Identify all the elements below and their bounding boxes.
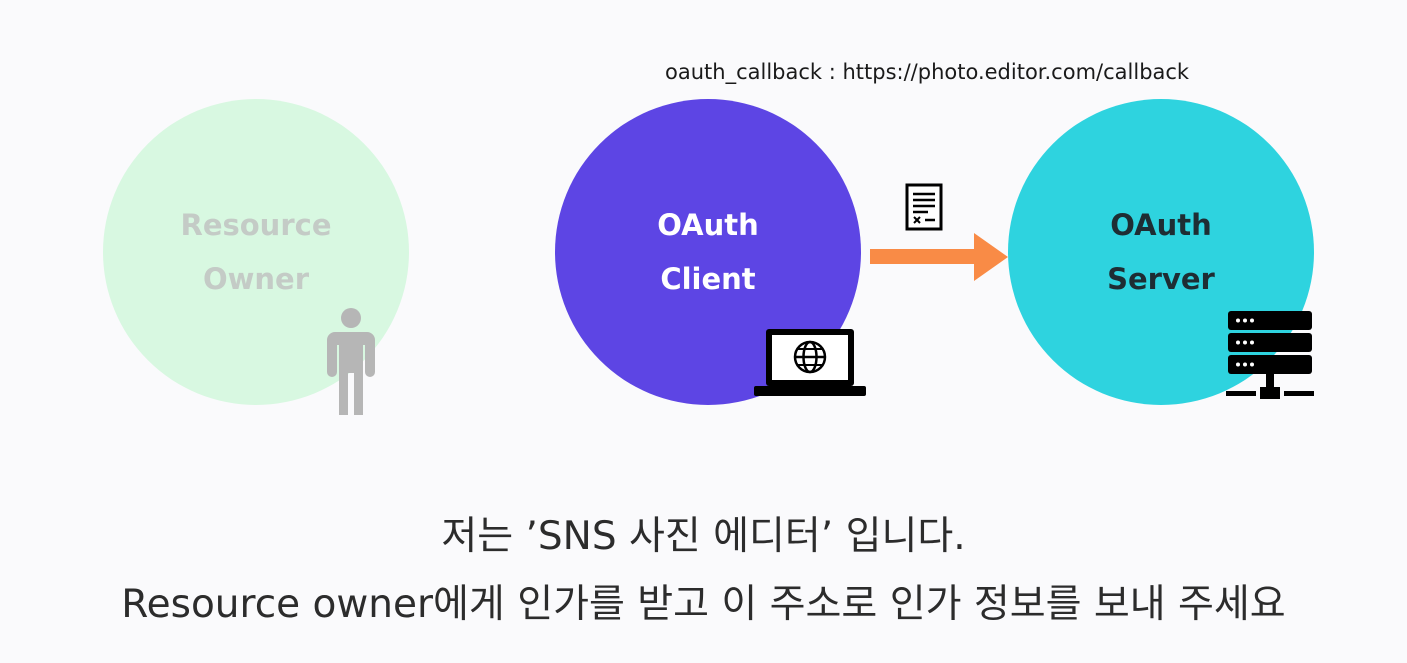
resource-owner-label-line1: Resource: [180, 208, 332, 242]
document-icon: [904, 182, 944, 236]
callback-url-label: oauth_callback : https://photo.editor.co…: [665, 60, 1190, 84]
request-arrow: [870, 232, 1010, 288]
person-icon: [322, 307, 380, 421]
oauth-server-label-line2: Server: [1107, 262, 1215, 296]
caption-line-2: Resource owner에게 인가를 받고 이 주소로 인가 정보를 보내 …: [121, 582, 1286, 627]
oauth-client-label-line1: OAuth: [657, 208, 759, 242]
laptop-globe-icon: [752, 326, 868, 402]
resource-owner-node: Resource Owner: [103, 99, 409, 405]
oauth-server-label-line1: OAuth: [1110, 208, 1212, 242]
server-rack-icon: [1224, 309, 1316, 407]
caption-line-1: 저는 ’SNS 사진 에디터’ 입니다.: [441, 514, 966, 559]
oauth-client-label-line2: Client: [660, 262, 756, 296]
resource-owner-label-line2: Owner: [202, 262, 310, 296]
oauth-server-node: OAuth Server: [1008, 99, 1314, 405]
